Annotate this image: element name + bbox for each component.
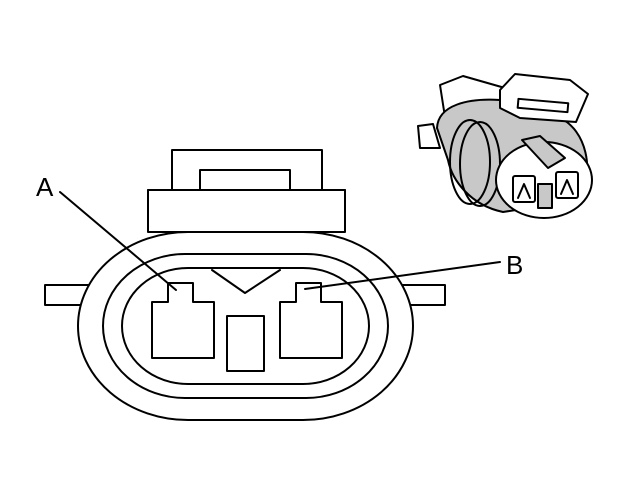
terminal-cavity-b	[279, 282, 343, 359]
label-a: A	[36, 172, 54, 202]
pin-a	[517, 183, 531, 199]
connector-perspective-view	[417, 73, 593, 219]
front-key	[521, 135, 566, 169]
pin-cavity-center	[537, 183, 553, 209]
pin-cavity-b	[555, 171, 579, 199]
connector-rim-outer	[102, 253, 389, 399]
center-cavity	[226, 315, 265, 372]
connector-face-view	[44, 149, 446, 421]
connector-rim-inner	[121, 267, 370, 385]
pin-cavity-a	[512, 175, 536, 203]
latch-slot	[516, 97, 570, 114]
terminal-cavity-a	[151, 282, 215, 359]
leader-line-b	[304, 261, 501, 290]
collar-ring-1	[449, 119, 491, 205]
tab-slot	[199, 169, 291, 191]
leader-line-a	[59, 191, 177, 291]
latch	[499, 73, 589, 123]
key-notch	[211, 269, 281, 294]
mount-tab	[417, 123, 441, 149]
label-b: B	[506, 250, 523, 280]
pin-b	[560, 179, 574, 195]
callouts: A B	[36, 172, 523, 291]
